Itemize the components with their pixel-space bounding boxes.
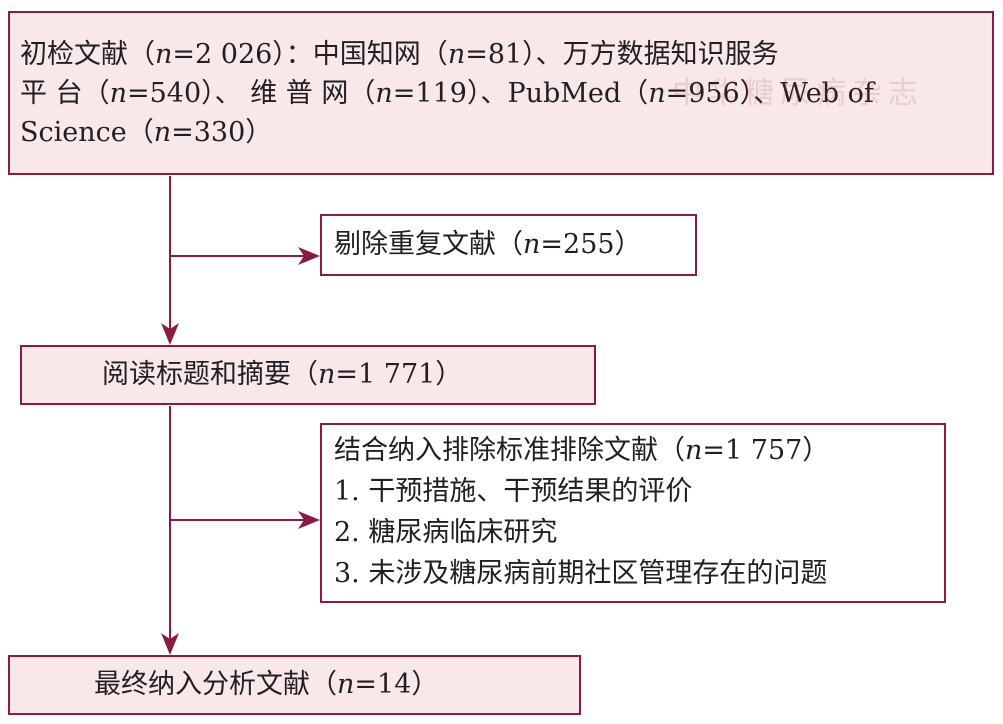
exclusion-box: 结合纳入排除标准排除文献（n=1 757） 1. 干预措施、干预结果的评价 2.… [320, 423, 946, 603]
included-box: 最终纳入分析文献（n=14） [8, 655, 581, 715]
exclusion-title: 结合纳入排除标准排除文献（n=1 757） [334, 435, 830, 466]
screening-box: 阅读标题和摘要（n=1 771） [20, 345, 596, 405]
screening-text: 阅读标题和摘要（n=1 771） [102, 359, 463, 390]
watermark-stamp: 中华糖尿病杂志 [672, 76, 924, 111]
exclusion-reason-3: 3. 未涉及糖尿病前期社区管理存在的问题 [334, 558, 828, 589]
initial-line-2: 平 台（n=540）、 维 普 网（n=119）、PubMed（n=956）、W… [20, 78, 874, 109]
duplicates-text: 剔除重复文献（n=255） [334, 229, 642, 260]
exclusion-reason-1: 1. 干预措施、干预结果的评价 [334, 476, 693, 507]
included-text: 最终纳入分析文献（n=14） [94, 669, 439, 700]
initial-line-1: 初检文献（n=2 026）：中国知网（n=81）、万方数据知识服务 [20, 39, 779, 70]
initial-search-box: 初检文献（n=2 026）：中国知网（n=81）、万方数据知识服务 平 台（n=… [8, 11, 994, 175]
duplicates-box: 剔除重复文献（n=255） [320, 214, 697, 276]
initial-line-3: Science（n=330） [20, 117, 273, 148]
exclusion-reason-2: 2. 糖尿病临床研究 [334, 517, 558, 548]
